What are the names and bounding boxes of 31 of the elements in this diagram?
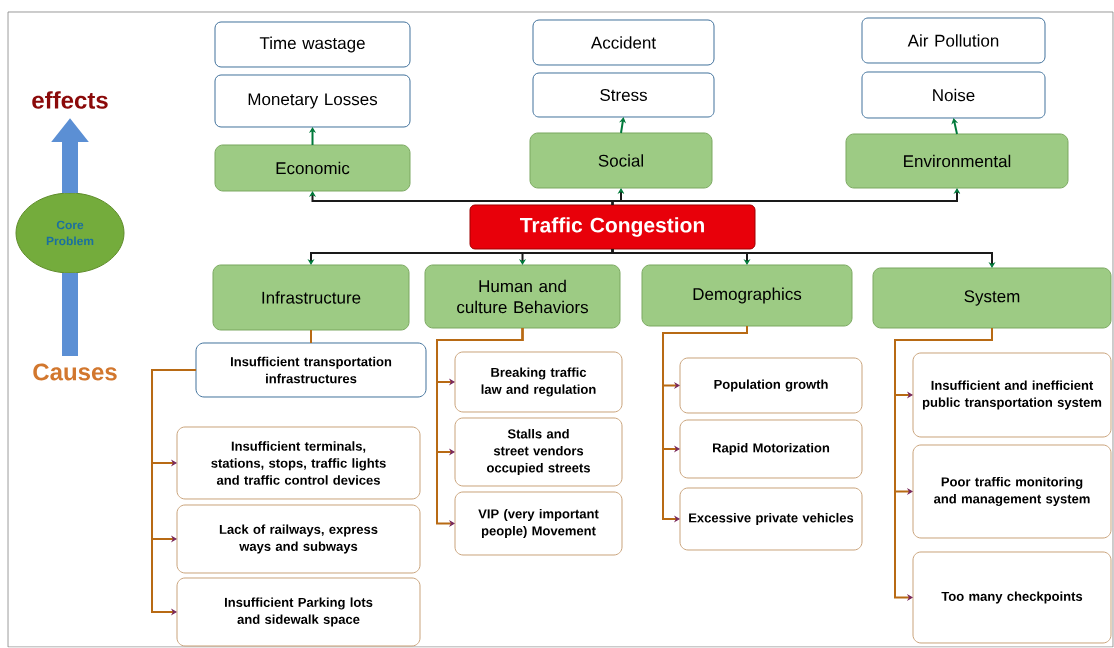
category-box: Social [529, 132, 713, 189]
cause-box: Excessive private vehicles [679, 487, 863, 551]
effect-box: Time wastage [214, 21, 411, 68]
connector [310, 329, 312, 344]
cause-box: Insufficient and inefficient public transportation system [912, 352, 1112, 438]
core-problem-box: Traffic Congestion [469, 204, 756, 250]
cause-box: Breaking traffic law and regulation [454, 351, 623, 413]
cause-box: Poor traffic monitoring and management system [912, 444, 1112, 539]
cause-box: Stalls and street vendors occupied streets [454, 417, 623, 487]
cause-box: Insufficient terminals, stations, stops, traffic lights and traffic control devices [176, 426, 421, 500]
cause-box: Population growth [679, 357, 863, 414]
cause-box: Too many checkpoints [912, 551, 1112, 644]
category-box: Economic [214, 144, 411, 192]
cause-box: VIP (very important people) Movement [454, 491, 623, 556]
effect-box: Accident [532, 19, 715, 66]
cause-box: Insufficient Parking lots and sidewalk space [176, 577, 421, 647]
causes-label: Causes [33, 363, 117, 381]
effect-box: Noise [861, 71, 1046, 119]
effect-box: Monetary Losses [214, 74, 411, 128]
category-box: System [872, 267, 1112, 329]
effect-box: Stress [532, 72, 715, 118]
category-box: Environmental [845, 133, 1069, 189]
category-box: Human and culture Behaviors [424, 264, 621, 329]
category-box: Demographics [641, 264, 853, 327]
cause-box: Insufficient transportation infrastructures [195, 342, 427, 398]
effect-box: Air Pollution [861, 17, 1046, 64]
category-box: Infrastructure [212, 264, 410, 331]
effects-label: effects [32, 91, 108, 109]
cause-box: Rapid Motorization [679, 419, 863, 479]
cause-box: Lack of railways, express ways and subways [176, 504, 421, 574]
arrow [611, 248, 996, 268]
